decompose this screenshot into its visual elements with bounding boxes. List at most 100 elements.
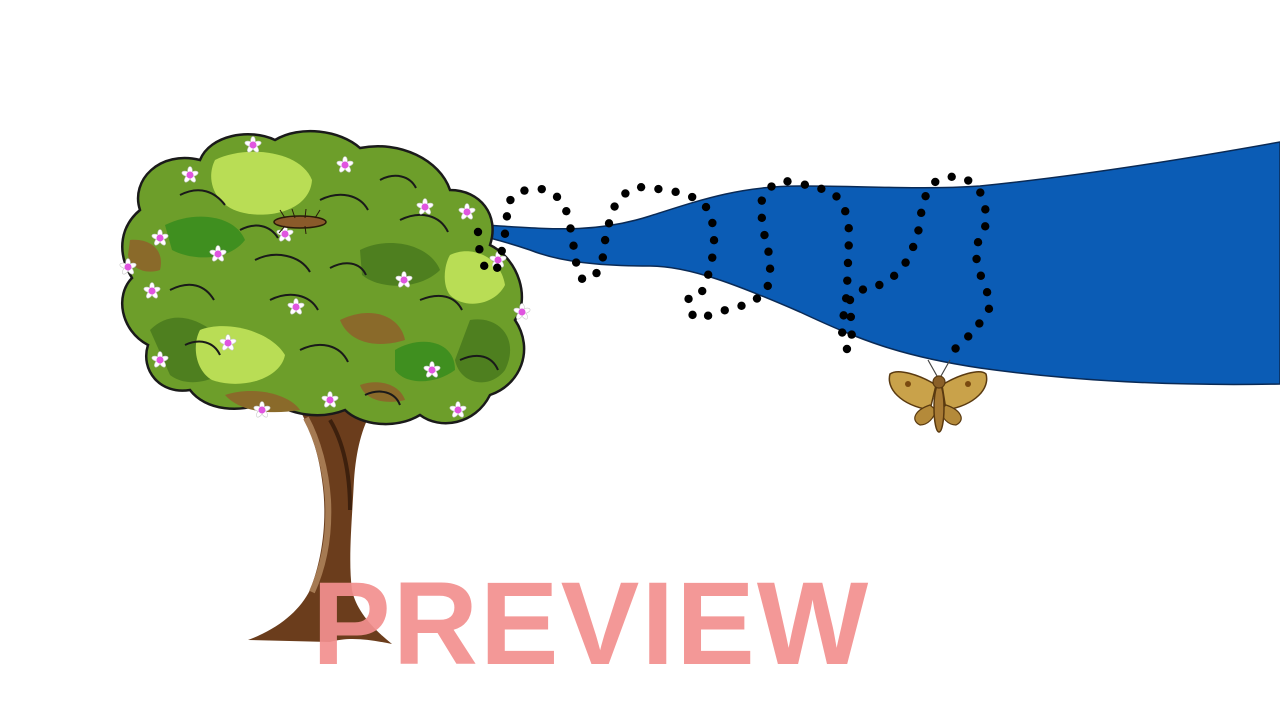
- trail-dot: [858, 285, 868, 294]
- trail-dot: [763, 281, 772, 291]
- trail-dot: [844, 223, 853, 233]
- trail-dot: [947, 172, 956, 181]
- trail-dot: [703, 270, 713, 279]
- flower-icon: [513, 303, 531, 320]
- trail-dot: [577, 274, 587, 283]
- trail-dot: [916, 208, 926, 218]
- flower-icon: [321, 391, 339, 408]
- trail-dot: [687, 192, 697, 202]
- trail-dot: [843, 276, 852, 285]
- trail-dot: [708, 218, 717, 228]
- trail-dot: [984, 304, 994, 313]
- flower-icon: [143, 282, 161, 299]
- moth-flight-trail: [473, 172, 994, 354]
- trail-dot: [598, 253, 608, 262]
- trail-dot: [976, 271, 986, 280]
- flower-icon: [253, 401, 271, 418]
- trail-dot: [964, 176, 973, 185]
- trail-dot: [767, 182, 776, 191]
- flower-icon: [395, 271, 413, 288]
- trail-dot: [914, 226, 923, 235]
- trail-dot: [982, 288, 992, 297]
- trail-dot: [752, 294, 762, 303]
- trail-dot: [480, 261, 489, 271]
- trail-dot: [839, 311, 848, 320]
- trail-dot: [566, 224, 575, 233]
- trail-dot: [502, 212, 512, 221]
- trail-dot: [569, 241, 578, 250]
- trail-dot: [757, 213, 767, 223]
- trail-dot: [709, 235, 719, 245]
- trail-dot: [604, 219, 614, 228]
- trail-dot: [981, 222, 990, 231]
- flower-icon: [119, 258, 137, 275]
- trail-dot: [708, 253, 717, 262]
- trail-dot: [981, 205, 990, 214]
- trail-dot: [760, 230, 769, 240]
- trail-dot: [764, 247, 773, 256]
- flower-icon: [209, 245, 227, 262]
- trail-dot: [757, 196, 767, 205]
- trail-dot: [506, 195, 515, 205]
- trail-dot: [964, 332, 973, 341]
- trail-dot: [845, 295, 855, 305]
- trail-dot: [951, 344, 960, 353]
- trail-dot: [976, 188, 985, 197]
- trail-dot: [537, 184, 546, 194]
- trail-dot: [846, 312, 856, 322]
- trail-dot: [720, 306, 729, 315]
- flower-icon: [416, 198, 434, 215]
- flower-icon: [181, 166, 199, 183]
- flower-icon: [219, 334, 237, 351]
- trail-dot: [636, 182, 646, 192]
- trail-dot: [843, 258, 853, 268]
- scent-plume: [314, 141, 1280, 386]
- trail-dot: [847, 330, 856, 339]
- trail-dot: [842, 344, 852, 354]
- moth-icon: [888, 359, 988, 433]
- flower-icon: [336, 156, 354, 173]
- trail-dot: [838, 328, 847, 337]
- trail-dot: [492, 263, 502, 272]
- trail-dot: [671, 187, 680, 197]
- trail-dot: [475, 245, 484, 254]
- trail-dot: [497, 246, 506, 256]
- trail-dot: [975, 319, 984, 328]
- flowers-group: [119, 136, 531, 418]
- trail-dot: [473, 227, 483, 237]
- trail-dot: [592, 268, 601, 278]
- trail-dot: [688, 310, 697, 320]
- trail-dot: [765, 264, 775, 273]
- trail-dot: [921, 191, 930, 201]
- trail-dot: [701, 202, 711, 212]
- trail-dot: [698, 286, 707, 296]
- trail-dot: [908, 242, 918, 252]
- trail-dot: [621, 189, 630, 198]
- flower-icon: [244, 136, 262, 153]
- trail-dot: [901, 258, 910, 267]
- flower-icon: [151, 351, 169, 368]
- trail-dot: [562, 206, 571, 216]
- flower-icon: [458, 203, 476, 220]
- trail-dot: [841, 207, 850, 216]
- trail-dot: [600, 235, 610, 245]
- tree-icon: [120, 129, 526, 426]
- trail-dot: [684, 294, 693, 304]
- insect-icon: [273, 208, 327, 235]
- trail-dot: [783, 177, 792, 186]
- trail-dot: [520, 186, 529, 195]
- trail-dot: [832, 192, 841, 201]
- trail-dot: [817, 184, 826, 193]
- trail-dot: [610, 202, 619, 211]
- trail-dot: [931, 177, 940, 187]
- trail-dot: [844, 241, 853, 250]
- trail-dot: [571, 258, 581, 267]
- trail-dot: [737, 301, 746, 310]
- trail-dot: [654, 184, 663, 194]
- trail-dot: [973, 238, 983, 247]
- trail-dot: [552, 192, 562, 202]
- trail-dot: [875, 280, 884, 290]
- trail-dot: [500, 229, 510, 238]
- flower-icon: [423, 361, 441, 378]
